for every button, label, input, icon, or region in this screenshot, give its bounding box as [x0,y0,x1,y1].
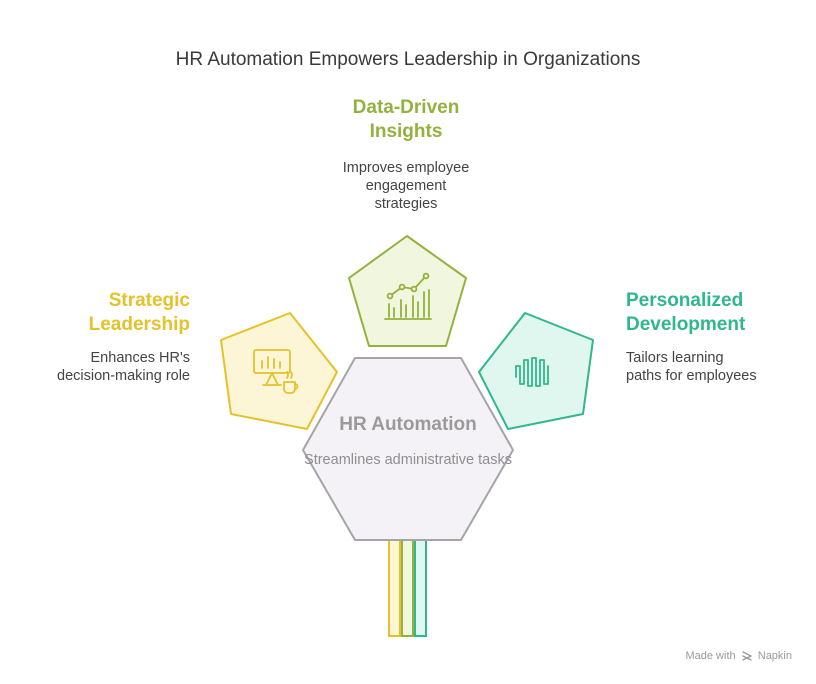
pentagon-strategic [220,312,338,430]
bar-line-chart-icon [384,272,432,320]
node-personalized [478,312,594,430]
stem-strategic [388,537,401,637]
watermark-brand: Napkin [757,650,792,662]
center-hexagon [302,357,514,541]
pentagon-data-driven [348,235,467,347]
sound-wave-icon [515,357,549,387]
stem-personalized [414,537,427,637]
data-driven-title: Data-Driven Insights [352,97,460,142]
node-data-driven [348,235,467,347]
watermark: Made with Napkin [685,650,792,662]
center-title: HR Automation [339,414,477,435]
napkin-logo-icon [742,651,752,661]
personalized-desc: Tailors learning paths for employees [626,350,757,384]
watermark-prefix: Made with [685,650,736,662]
personalized-title: Personalized Development [626,290,746,335]
strategic-desc: Enhances HR's decision-making role [57,350,190,384]
page-title: HR Automation Empowers Leadership in Org… [175,49,641,70]
presentation-coffee-icon [253,349,299,394]
center-desc: Streamlines administrative tasks [304,452,512,468]
node-strategic [220,312,338,430]
stem-data [401,537,414,637]
strategic-title: Strategic Leadership [88,290,190,335]
data-driven-desc: Improves employee engagement strategies [342,160,470,212]
